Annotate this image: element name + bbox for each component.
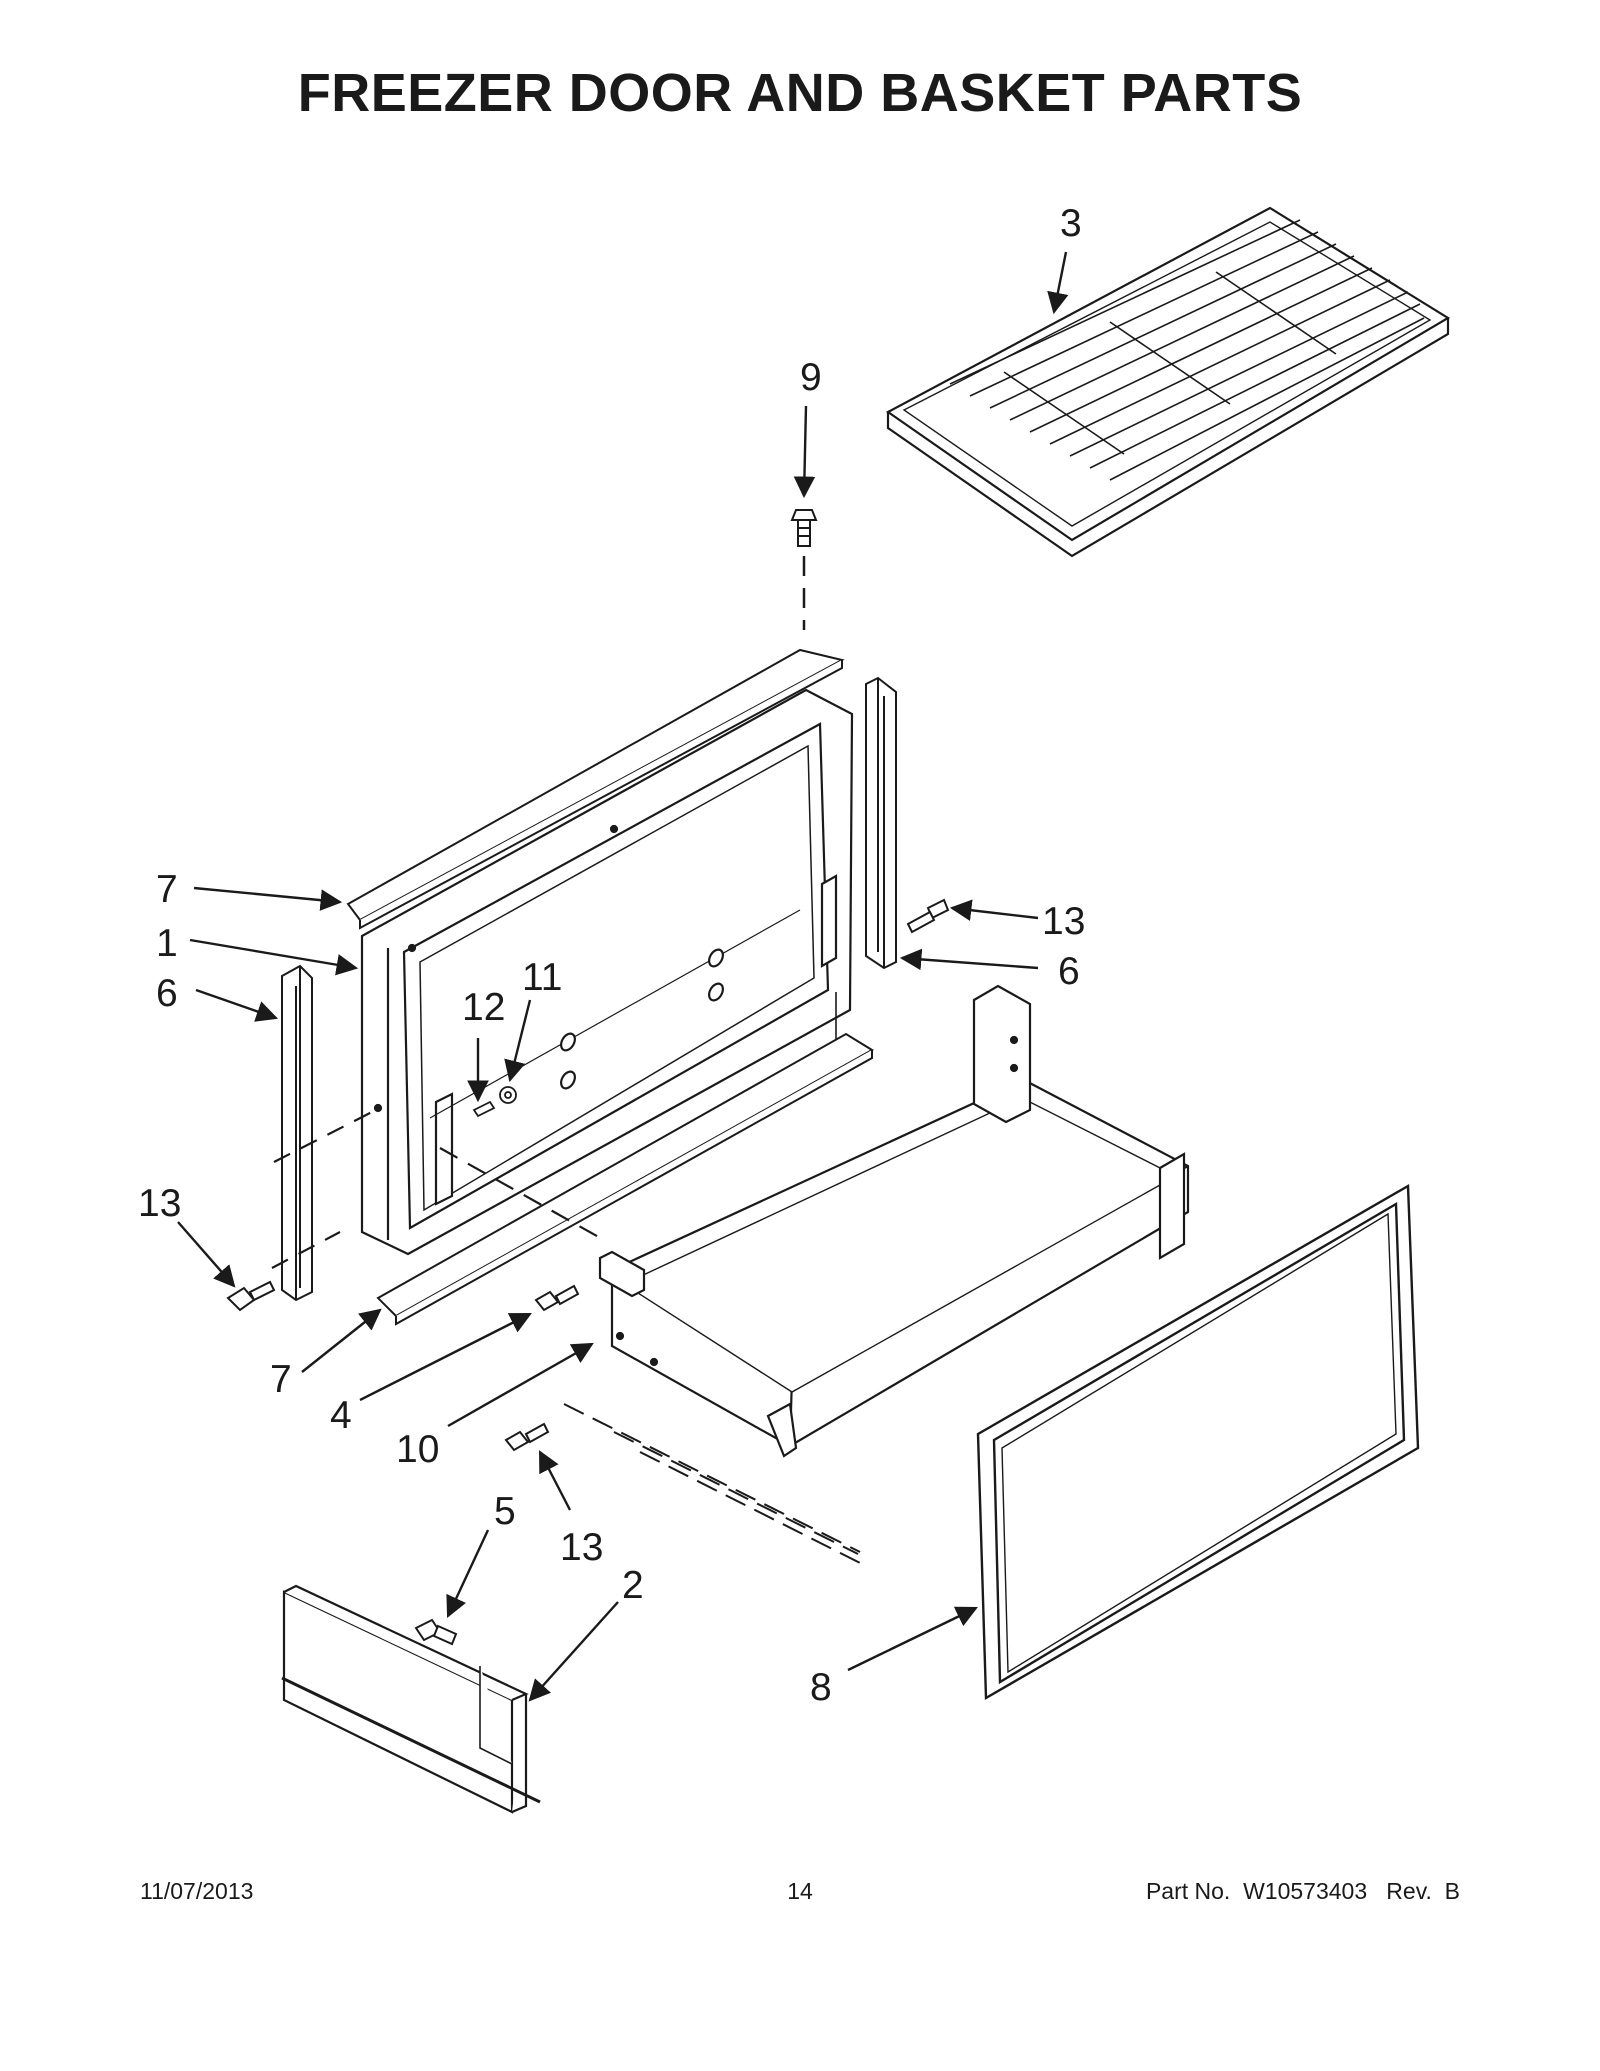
screw-13-left-part [226,1280,276,1312]
leader-line-7-top [193,886,343,911]
spacer-12-part [472,1100,496,1118]
callout-7-top: 7 [156,868,178,911]
callout-10: 10 [396,1428,439,1471]
wire-shelf-part [885,206,1451,558]
callout-13-upper-right: 13 [1042,900,1085,943]
leader-line-11 [504,999,532,1083]
callout-13-left: 13 [138,1182,181,1225]
callout-13-lower: 13 [560,1526,603,1569]
leader-line-8 [847,1606,978,1672]
leader-line-9 [793,405,816,499]
callout-7-bottom: 7 [270,1358,292,1401]
leader-line-6-right [899,948,1039,971]
door-gasket-part [976,1183,1420,1701]
leader-line-6-left [195,988,279,1022]
slide-rail-part [563,1403,867,1567]
callout-11: 11 [522,956,563,999]
right-side-trim-part [865,676,897,970]
footer-date: 11/07/2013 [140,1878,254,1904]
leader-line-1 [189,938,359,976]
front-panel-part [281,1584,541,1814]
callout-8: 8 [810,1666,832,1709]
leader-line-13-left [177,1221,236,1288]
left-trim-guide-line [271,1111,373,1269]
nut-11-part [499,1086,517,1104]
callout-12: 12 [462,986,505,1029]
screw-5-part [414,1618,458,1646]
callout-4: 4 [330,1394,352,1437]
callout-1: 1 [156,922,178,965]
screw-13-upper-right-part [906,898,950,934]
leader-line-10 [447,1342,594,1428]
bottom-door-trim-part [376,992,874,1326]
leader-line-2 [528,1601,619,1702]
leader-line-7-bottom [301,1308,382,1373]
left-side-trim-part [281,964,313,1302]
leader-line-13-upper-right [949,899,1039,921]
callout-2: 2 [622,1564,644,1607]
callout-5: 5 [494,1490,516,1533]
footer-part-number: Part No. W10573403 Rev. B [1145,1878,1460,1904]
freezer-basket-part [598,984,1190,1458]
leader-line-3 [1047,251,1069,315]
screw-4-part [534,1284,580,1312]
leader-line-5 [446,1529,490,1618]
leader-line-4 [359,1312,532,1402]
callout-3: 3 [1060,202,1082,245]
footer-page-number: 14 [787,1878,813,1904]
screw-9-part [790,509,818,547]
callout-6-left: 6 [156,972,178,1015]
callout-9: 9 [800,356,822,399]
leader-line-13-lower [538,1450,572,1511]
callout-6-right: 6 [1058,950,1080,993]
screw-13-lower-part [504,1422,550,1452]
top-door-trim-part [346,648,845,930]
page-title: FREEZER DOOR AND BASKET PARTS [297,63,1303,123]
